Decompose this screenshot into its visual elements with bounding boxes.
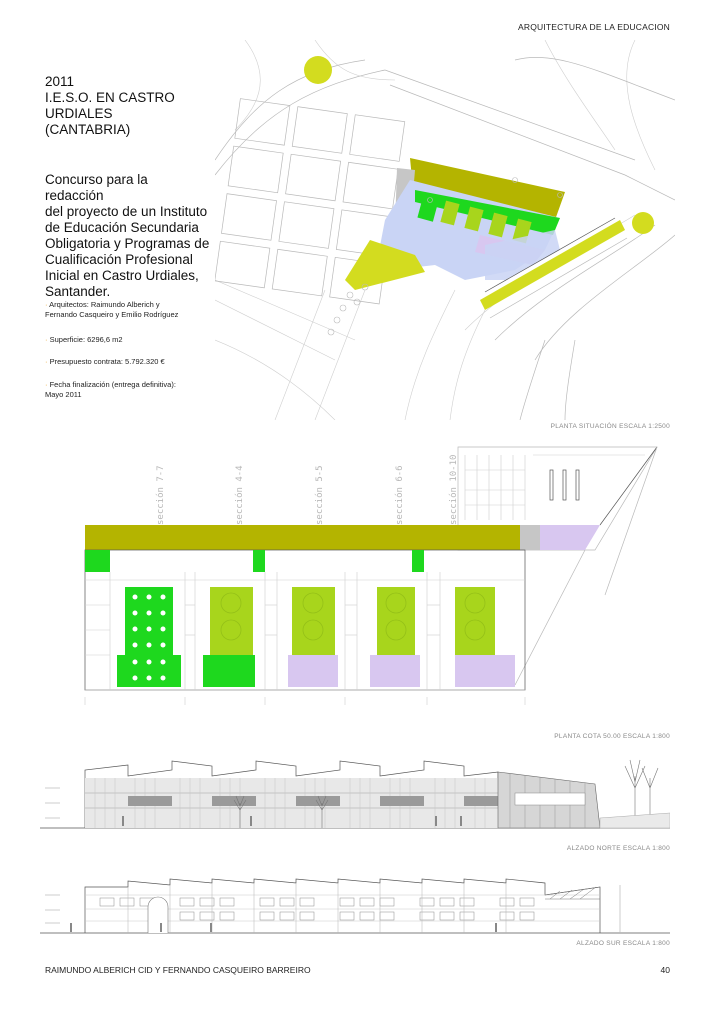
roundabout-marker	[304, 56, 332, 84]
project-description: Concurso para la redacción del proyecto …	[45, 172, 210, 300]
roundabout-marker	[632, 212, 654, 234]
budget-info: · Presupuesto contrata: 5.792.320 €	[45, 357, 220, 367]
area-value: Superficie: 6296,6 m2	[49, 335, 123, 344]
description-line: Santander.	[45, 284, 111, 299]
bullet-dot: ·	[45, 357, 48, 366]
section-label: sección 7-7	[155, 465, 166, 525]
bullet-dot: ·	[45, 335, 48, 344]
school-site-footprint	[345, 158, 628, 319]
site-plan-drawing	[215, 40, 675, 420]
title-line: (CANTABRIA)	[45, 122, 131, 137]
north-elevation-caption: ALZADO NORTE ESCALA 1:800	[566, 845, 670, 852]
section-header: ARQUITECTURA DE LA EDUCACION	[517, 22, 670, 32]
site-plan-caption: PLANTA SITUACIÓN ESCALA 1:2500	[550, 423, 670, 430]
section-label: sección 6-6	[394, 465, 405, 525]
south-elevation-drawing	[40, 878, 670, 934]
description-line: de Educación Secundaria	[45, 220, 199, 235]
corridor-band	[85, 525, 520, 550]
description-line: Inicial en Castro Urdiales,	[45, 268, 199, 283]
page-number: 40	[660, 965, 670, 975]
description-line: Concurso para la redacción	[45, 172, 148, 203]
architects-info: · Arquitectos: Raimundo Alberich y Ferna…	[45, 300, 220, 320]
completion-line: Mayo 2011	[45, 390, 82, 399]
bullet-dot: ·	[45, 380, 48, 389]
floor-plan-drawing: sección 7-7 sección 4-4 sección 5-5 secc…	[84, 446, 658, 705]
section-label: sección 4-4	[234, 465, 245, 525]
title-line: 2011	[45, 74, 75, 89]
project-title: 2011 I.E.S.O. EN CASTRO URDIALES (CANTAB…	[45, 74, 210, 138]
budget-value: Presupuesto contrata: 5.792.320 €	[49, 357, 165, 366]
north-elevation-drawing	[40, 759, 670, 829]
completion-line: Fecha finalización (entrega definitiva):	[49, 380, 176, 389]
completion-info: · Fecha finalización (entrega definitiva…	[45, 380, 220, 400]
description-line: Cualificación Profesional	[45, 252, 193, 267]
description-line: del proyecto de un Instituto	[45, 204, 208, 219]
section-label: sección 10-10	[448, 455, 459, 525]
title-line: I.E.S.O. EN CASTRO	[45, 90, 175, 105]
description-line: Obligatoria y Programas de	[45, 236, 210, 251]
footer-authors: RAIMUNDO ALBERICH CID Y FERNANDO CASQUEI…	[45, 965, 311, 975]
floor-plan-caption: PLANTA COTA 50.00 ESCALA 1:800	[554, 733, 670, 740]
title-line: URDIALES	[45, 106, 113, 121]
south-elevation-caption: ALZADO SUR ESCALA 1:800	[576, 940, 670, 947]
architects-line: Arquitectos: Raimundo Alberich y	[49, 300, 160, 309]
section-label: sección 5-5	[314, 465, 325, 525]
area-info: · Superficie: 6296,6 m2	[45, 335, 220, 345]
architects-line: Fernando Casqueiro y Emilio Rodríguez	[45, 310, 179, 319]
courtyard-patios	[117, 587, 515, 687]
bullet-dot: ·	[45, 300, 48, 309]
section-labels: sección 7-7 sección 4-4 sección 5-5 secc…	[155, 455, 459, 525]
